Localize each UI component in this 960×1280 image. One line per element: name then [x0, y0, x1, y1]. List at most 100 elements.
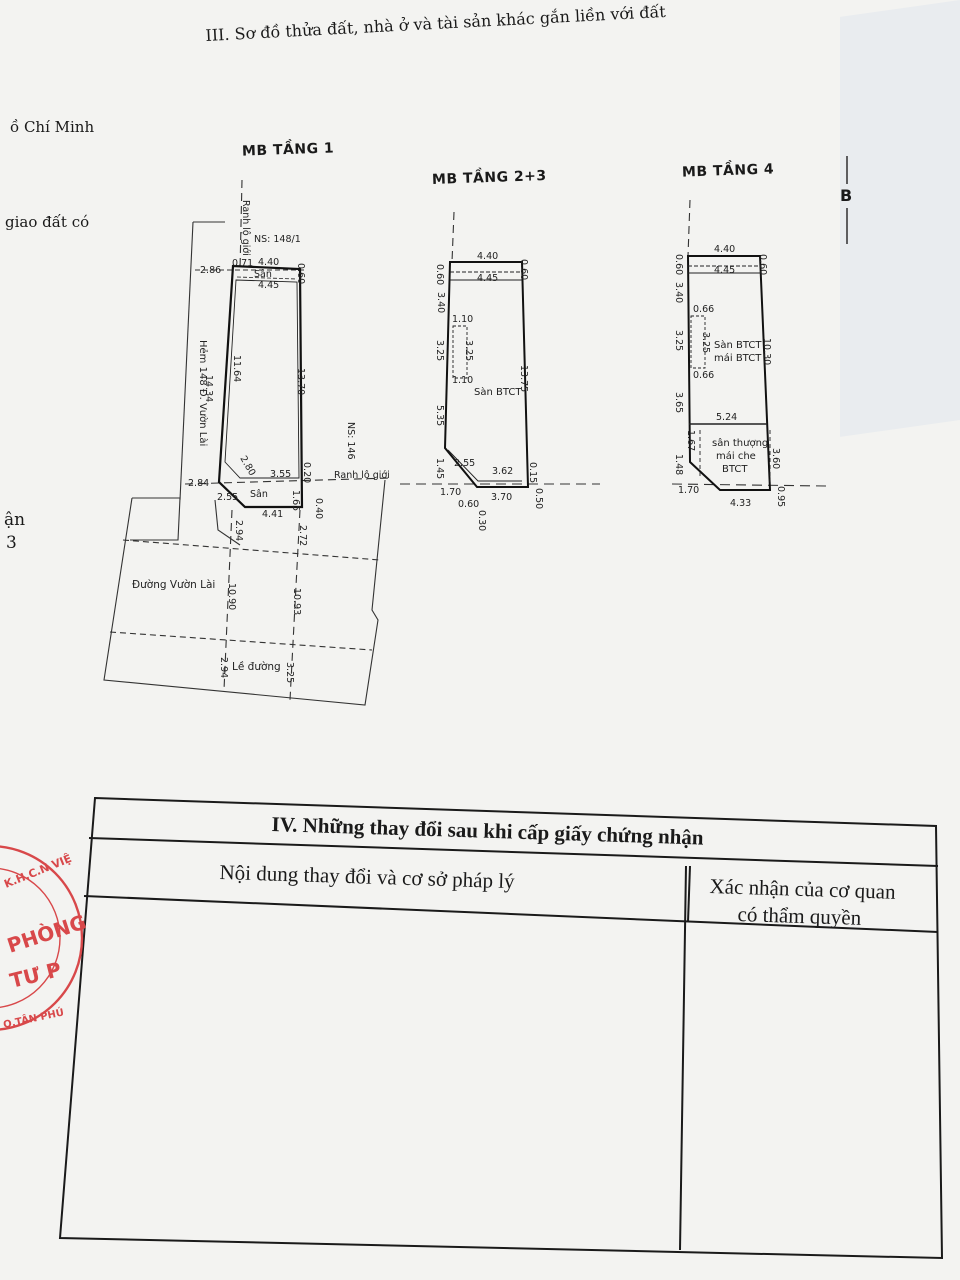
dim: 0.40 [313, 498, 324, 519]
label-san-bottom: Sân [250, 489, 268, 500]
dim: 10.90 [226, 583, 237, 610]
dim: 3.25 [463, 340, 474, 361]
label-ranh-lo-gioi-top: Ranh lộ giới [240, 200, 251, 256]
dim: 1.45 [434, 458, 445, 479]
dim: 2.86 [200, 265, 221, 276]
svg-text:PHÒNG: PHÒNG [4, 910, 89, 958]
axis-line-top [239, 179, 243, 271]
dim: 2.55 [454, 458, 475, 469]
dim: 2.55 [217, 492, 238, 503]
dim: 4.41 [262, 509, 283, 520]
dim: 10.93 [291, 588, 302, 615]
dim: 3.25 [434, 340, 445, 361]
dim: 3.25 [673, 330, 684, 351]
dim: 2.94 [218, 657, 229, 678]
label-ns-1481: NS: 148/1 [254, 234, 301, 245]
label-mai-che: mái che [716, 450, 756, 462]
plan-23-building-outline [443, 261, 530, 488]
dim: 3.65 [673, 392, 684, 413]
dim: 5.24 [716, 412, 737, 423]
plan-1-building-inner [224, 279, 300, 479]
dim: 3.62 [492, 466, 513, 477]
dim: 0.60 [295, 263, 306, 284]
dim: 0.60 [434, 264, 445, 285]
svg-text:TƯ P: TƯ P [7, 957, 63, 993]
dim: 4.40 [258, 257, 279, 268]
plan-1-drawing: 0.71 4.40 0.60 4.45 2.86 14.34 11.64 13.… [103, 179, 391, 706]
dim: 0.20 [301, 462, 312, 483]
label-mai-btct: mái BTCT [714, 352, 762, 364]
dim: 0.66 [693, 304, 714, 315]
dim: 2.72 [297, 525, 308, 546]
label-san-thuong: sân thượng [712, 437, 768, 449]
dim: 1.70 [678, 485, 699, 496]
left-edge-text-2: giao đất có [5, 213, 90, 231]
plan-23-drawing: 4.40 0.60 0.60 4.45 3.40 1.10 3.25 3.25 … [400, 211, 600, 531]
label-san-top: Sân [254, 269, 272, 280]
left-edge-text-3: ận [4, 510, 26, 530]
dim: 11.64 [231, 355, 242, 382]
svg-text:Q.TÂN PHÚ: Q.TÂN PHÚ [2, 1005, 65, 1031]
left-edge-text-1: ồ Chí Minh [10, 118, 95, 136]
dim: 4.33 [730, 498, 751, 509]
label-ns-146: NS: 146 [345, 422, 356, 460]
dim: 3.55 [270, 469, 291, 480]
dim: 0.60 [518, 259, 529, 280]
confirmation-column-header-2: có thẩm quyền [737, 902, 862, 930]
dim: 3.40 [435, 292, 446, 313]
dim: 1.48 [673, 454, 684, 475]
dim: 1.10 [452, 314, 473, 325]
street-edge-line [122, 539, 381, 561]
dim: 1.10 [452, 375, 473, 386]
dim: 4.40 [714, 244, 735, 255]
label-le-duong: Lề đường [232, 661, 281, 673]
dim: 4.45 [258, 280, 279, 291]
dim: 0.50 [533, 488, 544, 509]
dim: 5.35 [434, 405, 445, 426]
section-marker-line [846, 156, 848, 244]
axis-line-left [223, 509, 233, 691]
dim: 0.60 [673, 254, 684, 275]
plan-1-building-outline [217, 264, 304, 509]
plan-4-building-outline [686, 255, 772, 491]
street-outline [103, 479, 386, 706]
label-duong: Đường Vườn Lài [132, 579, 215, 591]
dim: 1.67 [685, 430, 696, 451]
dim: 3.25 [284, 662, 295, 683]
label-san-btct-23: Sàn BTCT [474, 386, 522, 398]
dim: 1.70 [440, 487, 461, 498]
dim: 0.66 [693, 370, 714, 381]
label-btct: BTCT [722, 464, 748, 475]
label-san-btct-4: Sàn BTCT [714, 339, 762, 351]
left-edge-text-4: 3 [6, 533, 17, 553]
dim: 2.84 [188, 478, 209, 489]
road-boundary [184, 477, 391, 485]
dim: 13.75 [518, 365, 529, 392]
dim: 0.95 [775, 486, 786, 507]
dim: 0.60 [458, 499, 479, 510]
dim: 0.71 [232, 258, 253, 269]
axis-line-right [289, 509, 301, 701]
lot-outline-left [130, 497, 181, 541]
dim: 1.65 [290, 490, 301, 511]
dim: 3.70 [491, 492, 512, 503]
alley-left-line [179, 221, 194, 501]
official-stamp: K.H.C.N VIỆ PHÒNG TƯ P Q.TÂN PHÚ [0, 845, 89, 1031]
dim: 4.45 [477, 273, 498, 284]
label-hem: Hẻm 148 Đ. Vườn Lài [197, 340, 209, 446]
section-marker-b: B [840, 186, 853, 205]
dim: 10.30 [761, 338, 772, 365]
dim: 14.34 [203, 375, 214, 402]
dim: 2.94 [233, 520, 244, 541]
dim: 4.40 [477, 251, 498, 262]
curb-line [109, 631, 373, 651]
dim: 0.15 [527, 462, 538, 483]
dim: 0.60 [757, 254, 768, 275]
dim: 4.45 [714, 265, 735, 276]
changes-table-border [58, 796, 944, 1260]
street-corner [214, 499, 241, 546]
dim: 3.25 [700, 332, 711, 353]
label-ranh-lo-gioi-right: Ranh lộ giới [334, 470, 390, 481]
